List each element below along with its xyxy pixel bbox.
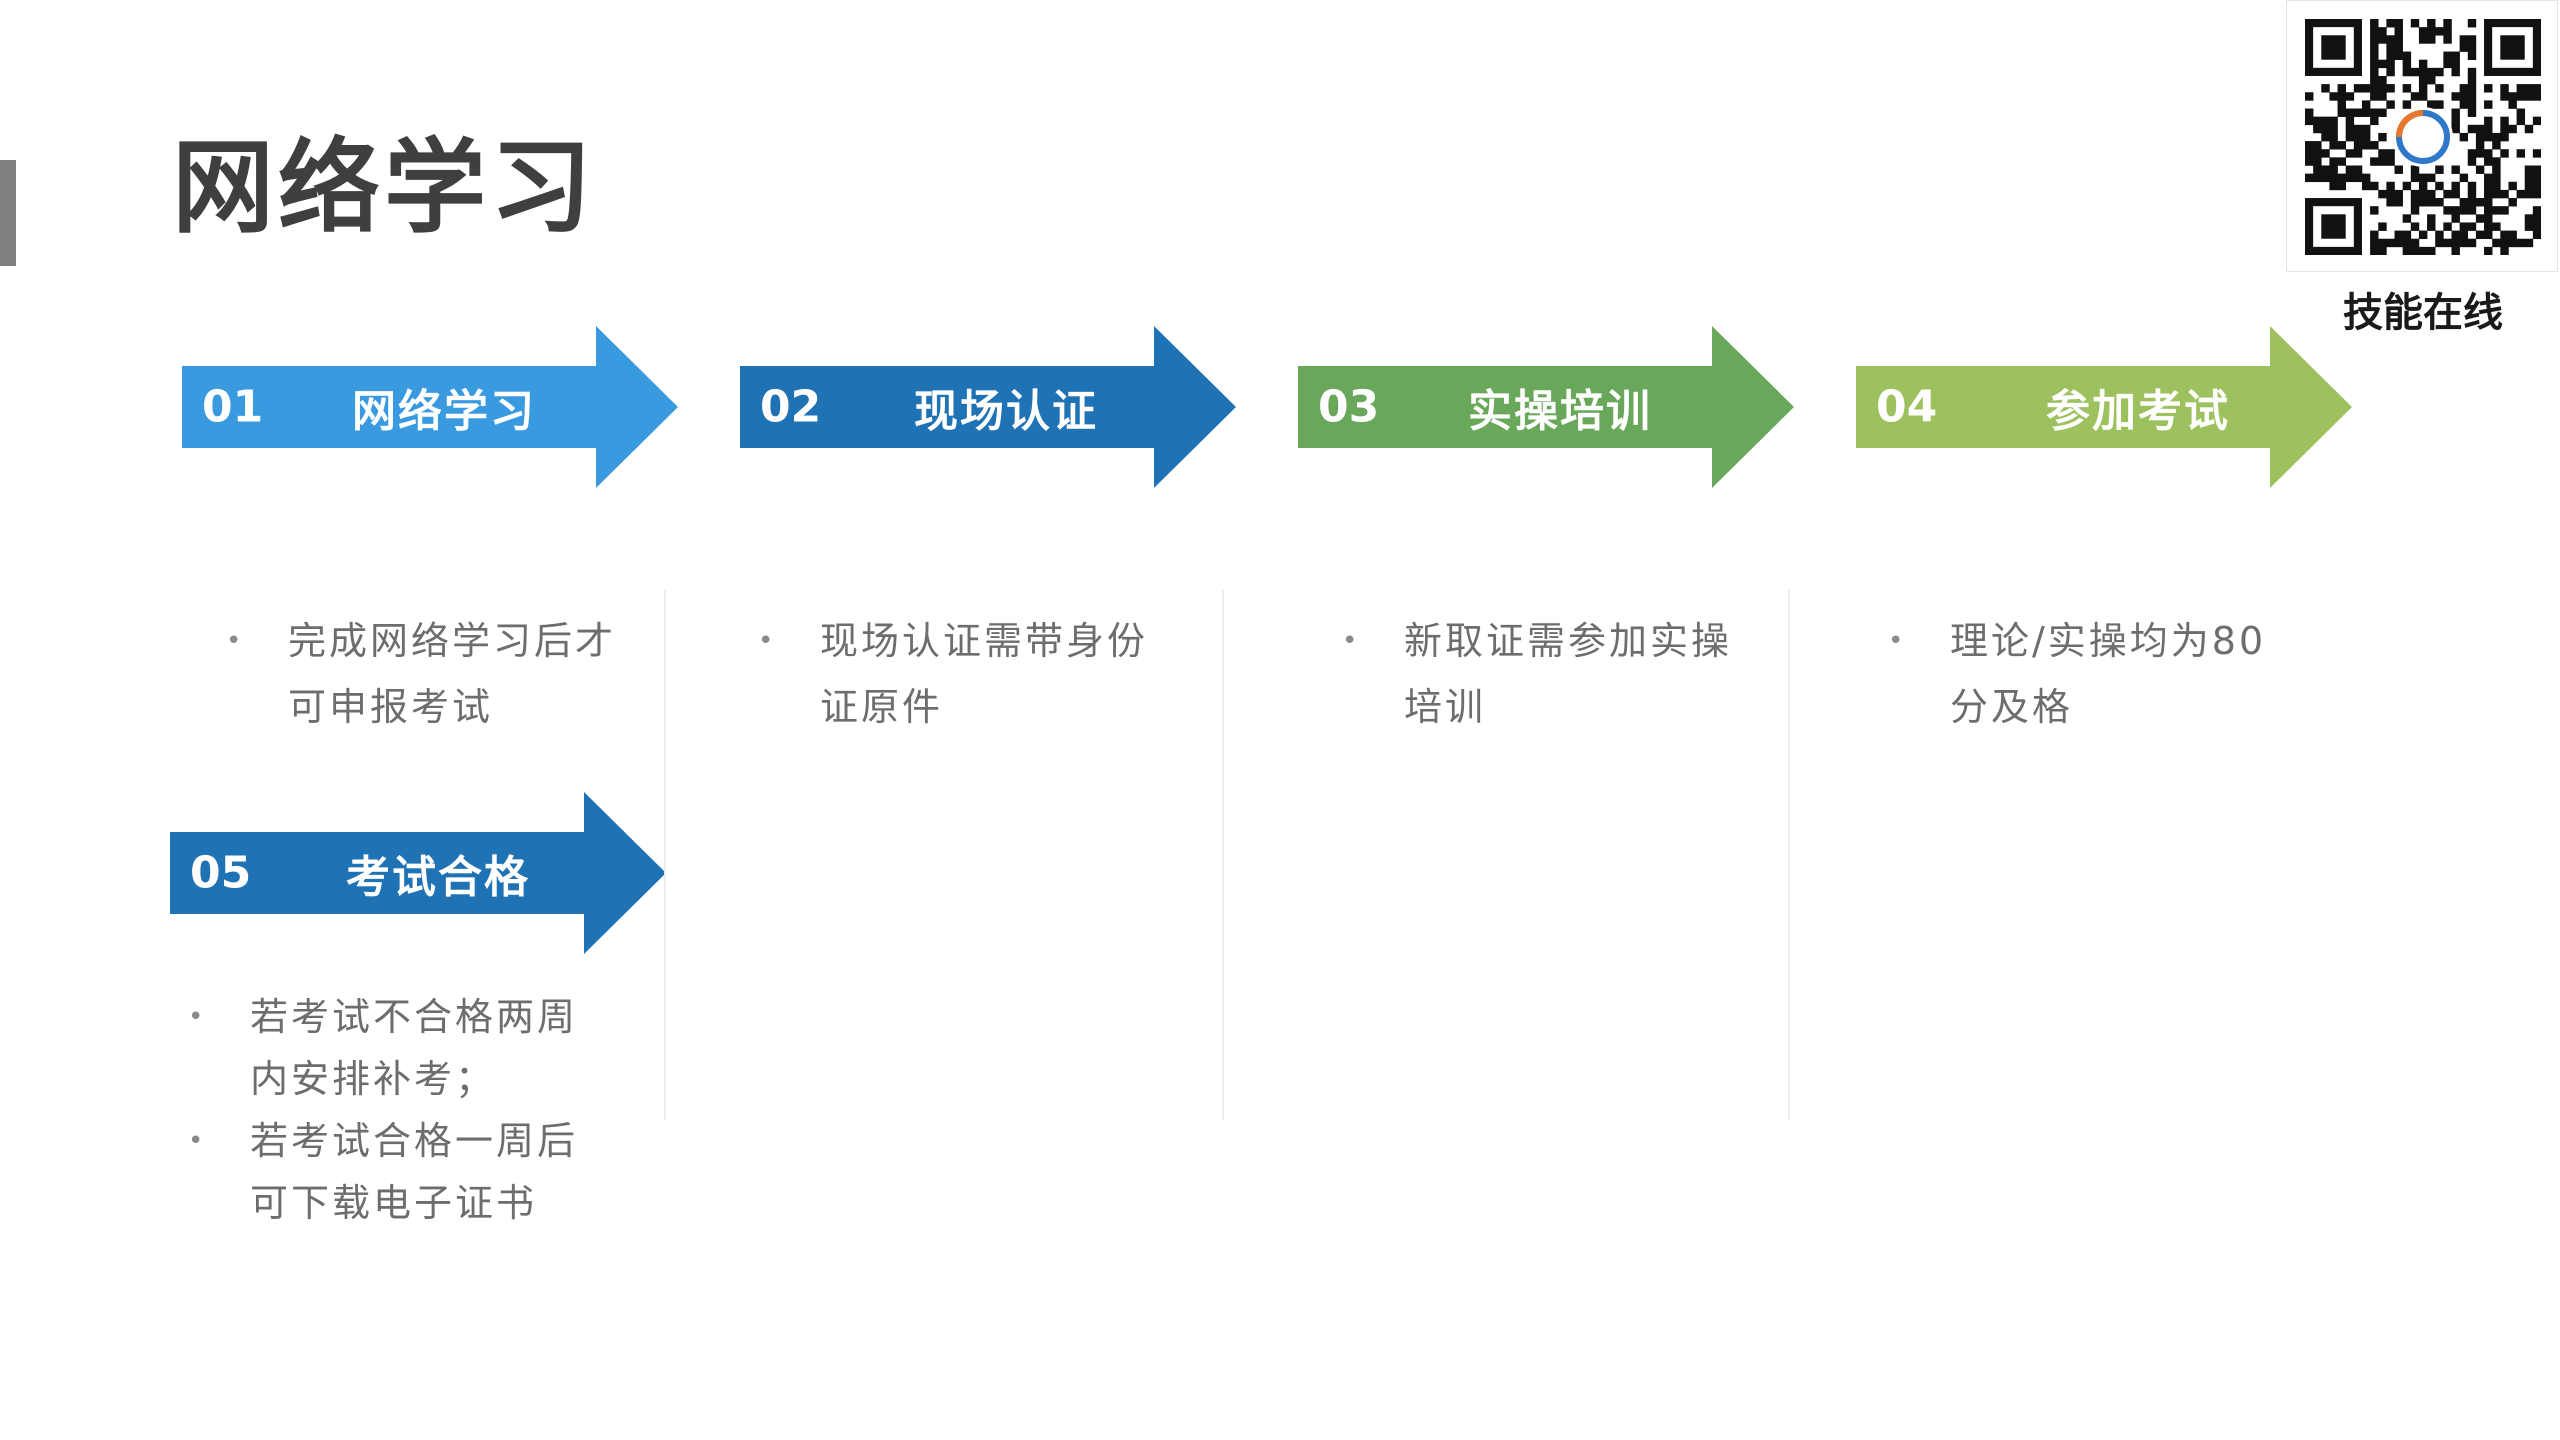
arrow-right-icon bbox=[182, 326, 678, 488]
bullet-dot-icon: • bbox=[188, 1002, 207, 1032]
arrow-right-icon bbox=[1856, 326, 2352, 488]
step-01-notes: • 完成网络学习后才 可申报考试 bbox=[226, 608, 616, 740]
step-04-arrow[interactable]: 04 参加考试 bbox=[1856, 326, 2352, 488]
step-04-number: 04 bbox=[1876, 381, 1938, 433]
step-03-arrow[interactable]: 03 实操培训 bbox=[1298, 326, 1794, 488]
note-line: 内安排补考； bbox=[250, 1057, 497, 1101]
step-03-label: 实操培训 bbox=[1468, 386, 1652, 437]
note-line: 分及格 bbox=[1950, 685, 2074, 729]
step-05-number: 05 bbox=[190, 847, 252, 899]
step-01-label: 网络学习 bbox=[352, 386, 536, 437]
step-05-notes: • 若考试不合格两周 内安排补考； • 若考试合格一周后 可下载电子证书 bbox=[188, 986, 578, 1234]
list-item: • 若考试合格一周后 可下载电子证书 bbox=[188, 1110, 578, 1234]
list-item: • 若考试不合格两周 内安排补考； bbox=[188, 986, 578, 1110]
step-04-shape bbox=[1856, 326, 2352, 488]
qr-caption: 技能在线 bbox=[2343, 290, 2503, 336]
step-02-number: 02 bbox=[760, 381, 822, 433]
note-line: 若考试合格一周后 bbox=[250, 1119, 579, 1163]
arrow-right-icon bbox=[1298, 326, 1794, 488]
column-divider bbox=[664, 590, 666, 1120]
list-item: • 完成网络学习后才 可申报考试 bbox=[226, 608, 616, 740]
bullet-dot-icon: • bbox=[758, 626, 777, 656]
step-05-label: 考试合格 bbox=[346, 852, 530, 903]
step-05-shape bbox=[170, 792, 666, 954]
bullet-dot-icon: • bbox=[226, 626, 245, 656]
step-05-arrow[interactable]: 05 考试合格 bbox=[170, 792, 666, 954]
arrow-right-icon bbox=[170, 792, 666, 954]
page-title: 网络学习 bbox=[172, 129, 596, 248]
list-item: • 现场认证需带身份 证原件 bbox=[758, 608, 1148, 740]
column-divider bbox=[1222, 590, 1224, 1120]
step-03-notes: • 新取证需参加实操 培训 bbox=[1342, 608, 1732, 740]
note-line: 现场认证需带身份 bbox=[820, 619, 1149, 663]
step-04-label: 参加考试 bbox=[2046, 386, 2230, 437]
step-01-number: 01 bbox=[202, 381, 264, 433]
list-item: • 新取证需参加实操 培训 bbox=[1342, 608, 1732, 740]
note-line: 理论/实操均为80 bbox=[1950, 619, 2267, 663]
step-02-label: 现场认证 bbox=[914, 386, 1098, 437]
arrow-right-icon bbox=[740, 326, 1236, 488]
step-02-shape bbox=[740, 326, 1236, 488]
note-line: 证原件 bbox=[820, 685, 944, 729]
note-line: 可申报考试 bbox=[288, 685, 494, 729]
note-line: 可下载电子证书 bbox=[250, 1181, 538, 1225]
step-01-shape bbox=[182, 326, 678, 488]
step-02-notes: • 现场认证需带身份 证原件 bbox=[758, 608, 1148, 740]
step-01-arrow[interactable]: 01 网络学习 bbox=[182, 326, 678, 488]
qr-code-icon bbox=[2286, 0, 2558, 272]
bullet-dot-icon: • bbox=[1342, 626, 1361, 656]
list-item: • 理论/实操均为80 分及格 bbox=[1888, 608, 2266, 740]
qr-panel: 技能在线 bbox=[2286, 0, 2560, 346]
step-02-arrow[interactable]: 02 现场认证 bbox=[740, 326, 1236, 488]
bullet-dot-icon: • bbox=[1888, 626, 1907, 656]
note-line: 培训 bbox=[1404, 685, 1487, 729]
note-line: 完成网络学习后才 bbox=[288, 619, 617, 663]
note-line: 新取证需参加实操 bbox=[1404, 619, 1733, 663]
step-03-shape bbox=[1298, 326, 1794, 488]
left-accent-bar bbox=[0, 160, 16, 266]
note-line: 若考试不合格两周 bbox=[250, 995, 579, 1039]
bullet-dot-icon: • bbox=[188, 1126, 207, 1156]
column-divider bbox=[1788, 590, 1790, 1120]
step-04-notes: • 理论/实操均为80 分及格 bbox=[1888, 608, 2266, 740]
step-03-number: 03 bbox=[1318, 381, 1380, 433]
